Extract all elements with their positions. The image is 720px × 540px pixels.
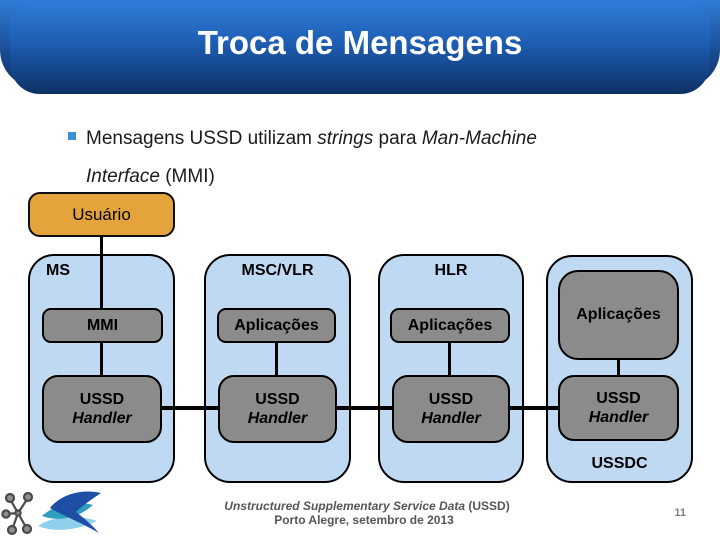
connector-mmi-to-ussd [100,341,103,376]
connector-user-to-mmi [100,236,103,309]
bullet-segment-italic: Man-Machine Interface [86,128,537,187]
column-label-mscvlr: MSC/VLR [241,262,314,279]
ussd-label: USSD [79,391,125,408]
mmi-box: MMI [42,308,163,343]
handler-label: Handler [421,410,481,427]
slide-title: Troca de Mensagens [197,24,523,61]
connector-ussd-ms-mscvlr [161,406,220,410]
bullet-marker-icon [68,132,76,140]
ussd-label: USSD [596,390,641,407]
applications-box-mscvlr: Aplicações [217,308,336,343]
footer-reference: Unstructured Supplementary Service Data … [14,499,720,513]
connector-app-to-ussd-hlr [448,341,451,376]
column-label-hlr: HLR [434,262,468,279]
bullet-segment-italic: strings [317,128,374,149]
applications-box-hlr: Aplicações [390,308,510,343]
connector-ussd-hlr-ussdc [508,406,560,410]
handler-label: Handler [247,410,308,427]
connector-ussd-mscvlr-hlr [334,406,394,410]
connector-app-to-ussd-ussdc [617,358,620,376]
triple-swoosh-logo [38,491,101,533]
node-column-hlr: HLR [378,254,524,483]
applications-box-ussdc: Aplicações [558,270,679,360]
column-label-ussdc: USSDC [591,455,648,472]
bullet-segment: Mensagens USSD utilizam [86,128,318,149]
page-number: 11 [674,507,686,519]
ussd-handler-box-ussdc: USSD Handler [558,375,679,441]
ussd-handler-box-ms: USSD Handler [42,375,162,443]
title-bar: Troca de Mensagens [0,0,720,94]
ussd-label: USSD [428,391,474,408]
handler-label: Handler [588,409,649,426]
bullet-text: Mensagens USSD utilizam strings para Man… [86,120,548,196]
ussd-handler-box-mscvlr: USSD Handler [218,375,337,443]
molecule-network-icon [1,491,34,536]
user-node: Usuário [28,192,175,237]
footer-reference-suffix: (USSD) [465,499,510,513]
bullet-segment: (MMI) [159,166,215,187]
handler-label: Handler [72,410,132,427]
column-label-ms: MS [46,262,70,279]
footer-reference-italic: Unstructured Supplementary Service Data [224,499,466,513]
institution-logo [1,491,101,536]
connector-app-to-ussd-mscvlr [275,341,278,376]
ussd-label: USSD [255,391,300,408]
ussd-handler-box-hlr: USSD Handler [392,375,510,443]
footer-location-date: Porto Alegre, setembro de 2013 [274,513,454,527]
bullet-segment: para [373,128,422,149]
title-bar-inner [10,5,710,94]
